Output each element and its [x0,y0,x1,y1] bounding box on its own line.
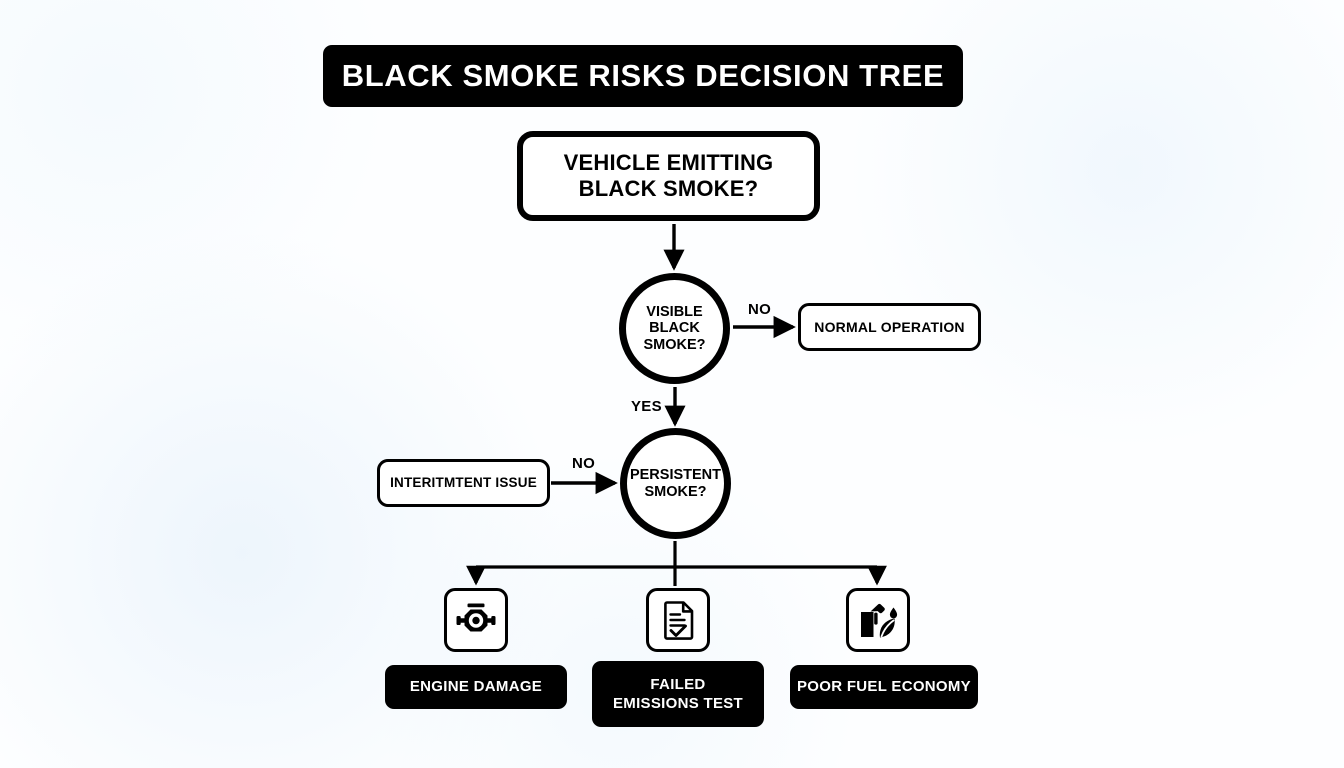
failed-emissions-line-2: EMISSIONS TEST [612,695,744,712]
normal-operation-label: NORMAL OPERATION [814,318,965,335]
outcome-chip-failed-emissions-test[interactable]: FAILED EMISSIONS TEST [592,661,764,727]
decision-2-line-2: SMOKE? [644,483,707,500]
diagram-title-text: BLACK SMOKE RISKS DECISION TREE [341,58,945,93]
poor-fuel-economy-line-1: POOR FUEL ECONOMY [796,678,971,696]
diagram-title-banner: BLACK SMOKE RISKS DECISION TREE [323,45,963,107]
failed-emissions-text-block: FAILED EMISSIONS TEST [613,675,743,713]
node-normal-operation[interactable]: NORMAL OPERATION [798,303,981,351]
fuel-pump-leaf-icon-tile [846,588,910,652]
document-check-icon [664,601,694,640]
engine-damage-text-block: ENGINE DAMAGE [410,677,542,696]
outcome-chip-poor-fuel-economy[interactable]: POOR FUEL ECONOMY [790,665,978,709]
outcome-chip-engine-damage[interactable]: ENGINE DAMAGE [385,665,567,709]
decision-1-line-3: SMOKE? [643,336,706,353]
root-node-text-block: VEHICLE EMITTING BLACK SMOKE? [564,150,774,201]
decision-2-line-1: PERSISTENT [629,466,722,483]
engine-damage-line-1: ENGINE DAMAGE [409,678,543,696]
decision-visible-black-smoke[interactable]: VISIBLE BLACK SMOKE? [619,273,730,384]
root-node-line-2: BLACK SMOKE? [578,176,759,201]
edge-label-no-visible-smoke: NO [748,301,772,318]
decision-1-line-1: VISIBLE [646,303,703,320]
edge-label-no-persistent-smoke: NO [572,455,596,472]
node-vehicle-emitting-black-smoke[interactable]: VEHICLE EMITTING BLACK SMOKE? [517,131,820,221]
root-node-line-1: VEHICLE EMITTING [563,150,774,176]
engine-icon [456,603,496,632]
edge-label-yes-visible-smoke: YES [631,398,662,415]
engine-icon-tile [444,588,508,652]
poor-fuel-economy-text-block: POOR FUEL ECONOMY [797,677,971,696]
failed-emissions-line-1: FAILED [650,675,706,693]
intermittent-issue-label: INTERITMTENT ISSUE [390,475,537,491]
node-intermittent-issue[interactable]: INTERITMTENT ISSUE [377,459,550,507]
document-check-icon-tile [646,588,710,652]
decision-persistent-smoke[interactable]: PERSISTENT SMOKE? [620,428,731,539]
fuel-pump-leaf-icon [861,603,898,638]
decision-1-line-2: BLACK [649,320,700,337]
